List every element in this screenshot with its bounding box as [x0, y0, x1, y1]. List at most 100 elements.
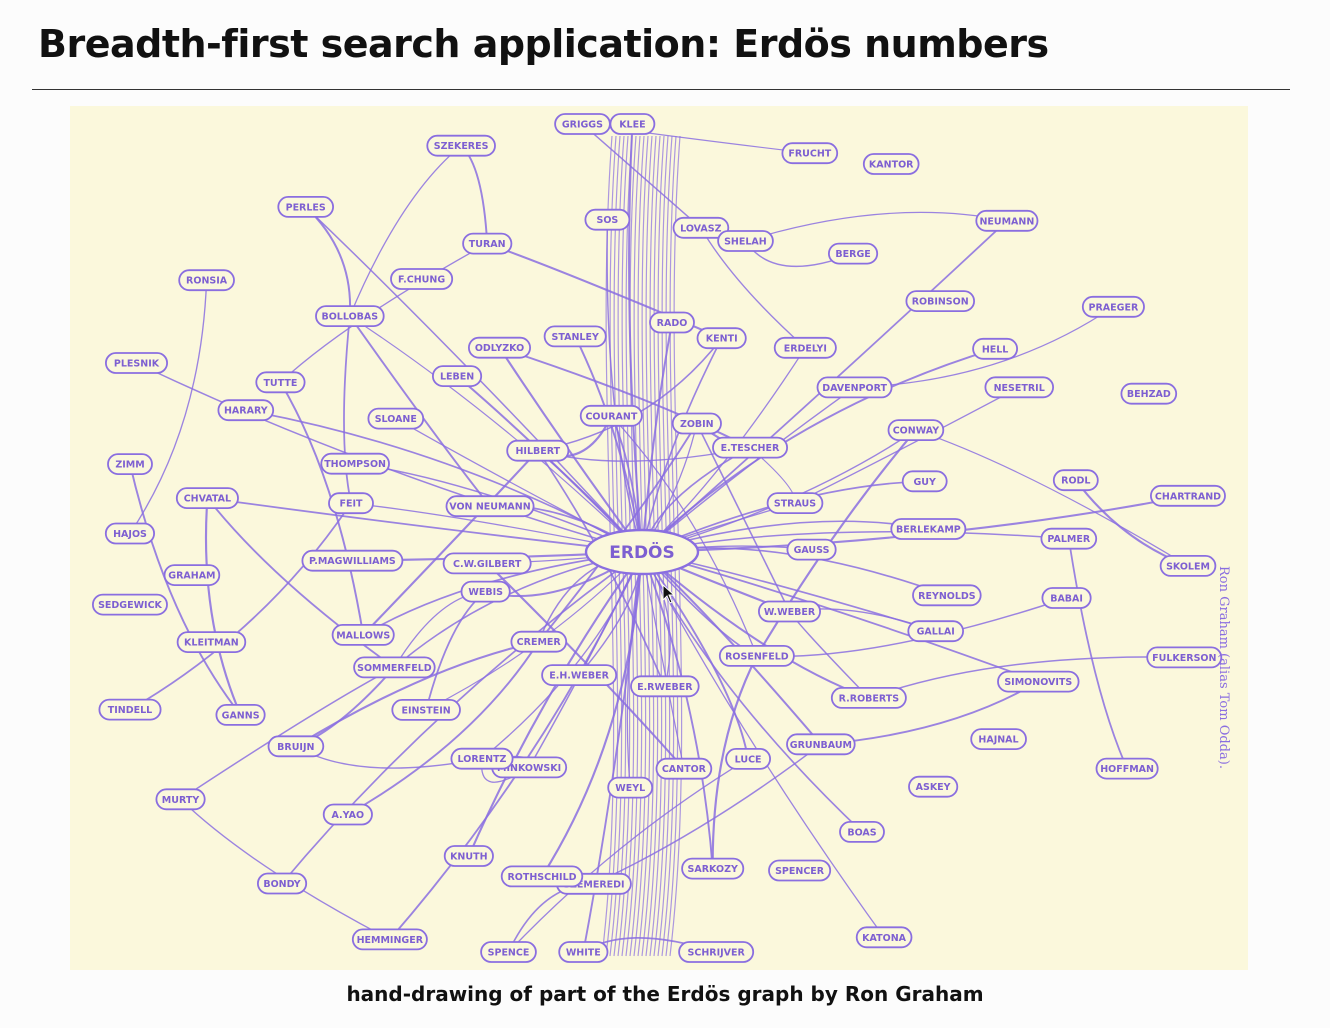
graph-node-oval	[1041, 587, 1092, 609]
graph-node-label: EINSTEIN	[401, 705, 450, 716]
graph-node: THOMPSON	[320, 452, 390, 475]
graph-node-oval	[445, 495, 535, 518]
erdos-center-oval	[584, 528, 700, 576]
graph-node-label: BOAS	[847, 827, 876, 838]
graph-node-label: TURAN	[469, 239, 506, 250]
graph-edge	[868, 656, 1185, 699]
graph-node-label: SZEMEREDI	[563, 879, 624, 890]
graph-node: HARARY	[217, 399, 275, 422]
graph-node-label: KLEITMAN	[184, 638, 239, 649]
graph-node: GUY	[901, 470, 948, 493]
graph-node: E.RWEBER	[630, 675, 700, 698]
graph-node: NESETRIL	[984, 376, 1055, 399]
graph-node-oval	[1040, 527, 1098, 550]
graph-node-label: HEMMINGER	[357, 935, 424, 946]
graph-node-oval	[830, 687, 907, 709]
graph-node: SEDGEWICK	[91, 593, 168, 616]
graph-node: SHELAH	[717, 230, 774, 252]
graph-node-label: SARKOZY	[688, 864, 738, 875]
graph-node-oval	[506, 439, 570, 462]
graph-node-label: ERDELYI	[784, 343, 827, 354]
graph-node-oval	[277, 196, 335, 218]
graph-node: STRAUS	[766, 492, 824, 515]
graph-node-oval	[862, 153, 920, 175]
graph-node-oval	[442, 552, 532, 575]
graph-node-oval	[768, 859, 832, 882]
graph-node: SIMONOVITS	[997, 670, 1080, 693]
graph-node: CONWAY	[887, 419, 945, 442]
graph-node-label: LORENTZ	[458, 754, 507, 765]
graph-node: W.WEBER	[758, 600, 822, 623]
graph-edge	[700, 227, 806, 349]
graph-node-oval	[450, 747, 514, 770]
graph-edge	[279, 381, 365, 636]
graph-edge	[537, 423, 698, 643]
graph-node-oval	[579, 404, 643, 427]
graph-node: GRUNBAUM	[786, 733, 856, 756]
graph-node: BOLLOBAS	[315, 305, 385, 328]
graph-node-oval	[267, 735, 325, 758]
graph-node-oval	[351, 928, 428, 951]
graph-node-oval	[322, 803, 373, 826]
graph-node-label: WEBIS	[468, 587, 503, 598]
graph-node-label: KLEE	[619, 120, 645, 131]
graph-node-label: TUTTE	[263, 378, 297, 389]
graph-edge	[711, 655, 758, 869]
graph-node-label: ZIMM	[115, 460, 144, 471]
graph-node: NEUMANN	[975, 209, 1039, 232]
graph-node: P.MAGWILLIAMS	[301, 549, 404, 572]
graph-node-label: HARARY	[224, 406, 268, 417]
graph-node: C.W.GILBERT	[442, 552, 532, 575]
graph-node: BERGE	[828, 242, 879, 265]
graph-node: ROBINSON	[905, 290, 976, 313]
graph-node-oval	[105, 352, 169, 374]
graph-node: ROTHSCHILD	[500, 865, 584, 888]
graph-node-label: CHVATAL	[184, 494, 231, 505]
graph-node-label: SIMONOVITS	[1004, 677, 1072, 688]
graph-edge	[204, 498, 242, 716]
graph-node: CHARTRAND	[1150, 484, 1226, 507]
figure-caption: hand-drawing of part of the Erdös graph …	[346, 982, 984, 1006]
graph-node-oval	[905, 290, 976, 313]
graph-node: BERLEKAMP	[890, 518, 967, 540]
graph-node-oval	[671, 412, 722, 435]
graph-node-oval	[839, 821, 885, 843]
graph-node-label: BEHZAD	[1127, 389, 1171, 400]
graph-node: E.TESCHER	[712, 436, 788, 459]
graph-edge	[362, 449, 539, 636]
graph-node-label: HAJNAL	[978, 735, 1018, 746]
graph-node: GRIGGS	[554, 113, 611, 135]
graph-node-oval	[609, 113, 656, 135]
graph-node-label: CONWAY	[893, 426, 939, 437]
graph-node-label: GALLAI	[917, 627, 955, 638]
graph-node: HEMMINGER	[351, 928, 428, 951]
graph-node: PALMER	[1040, 527, 1098, 550]
graph-svg: GAUSSW.WEBERROSENFELDE.RWEBERE.H.WEBERCR…	[91, 113, 1231, 963]
graph-node: CREMER	[510, 630, 568, 653]
graph-node-label: PLESNIK	[114, 359, 160, 370]
graph-node-oval	[786, 538, 837, 561]
graph-node: ZOBIN	[671, 412, 722, 435]
graph-edge	[349, 315, 643, 553]
graph-node: GANNS	[215, 704, 266, 726]
graph-node: STANLEY	[543, 325, 607, 348]
mouse-cursor-icon	[662, 583, 676, 608]
slide-title: Breadth-first search application: Erdös …	[38, 22, 1049, 66]
graph-node-oval	[558, 941, 609, 963]
graph-node-oval	[510, 630, 568, 653]
graph-node-label: LOVASZ	[680, 223, 721, 234]
graph-edge	[606, 219, 643, 553]
graph-node-label: SOMMERFELD	[357, 663, 432, 674]
graph-node: HAJOS	[104, 522, 155, 545]
graph-node-oval	[725, 748, 771, 770]
graph-node: CHVATAL	[175, 487, 239, 510]
graph-node-label: HILBERT	[515, 446, 560, 457]
erdos-center-node: ERDÖS	[584, 528, 700, 576]
graph-node-label: HOFFMAN	[1100, 764, 1154, 775]
graph-node-oval	[1146, 646, 1223, 669]
graph-node: BOAS	[839, 821, 885, 843]
graph-node-label: BERGE	[835, 249, 870, 260]
graph-node: HELL	[972, 337, 1018, 360]
graph-edge	[915, 429, 1189, 567]
graph-node-oval	[353, 656, 436, 679]
